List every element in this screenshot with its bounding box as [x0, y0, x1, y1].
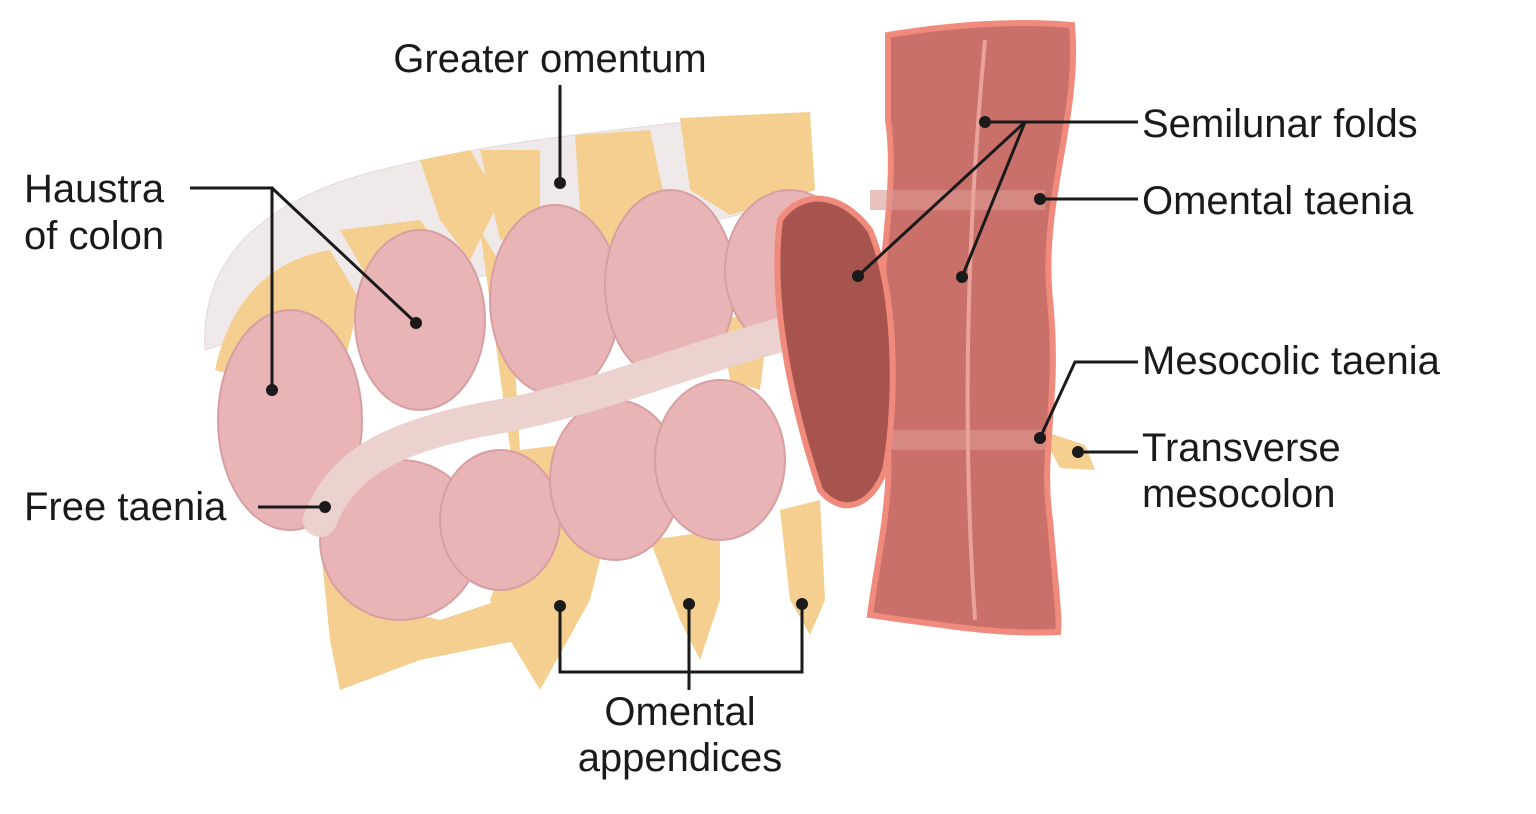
label-omental-appendices-line1: Omental: [604, 690, 755, 734]
leader-lines: [190, 85, 1138, 690]
label-mesocolic-taenia: Mesocolic taenia: [1142, 339, 1441, 383]
label-semilunar-folds: Semilunar folds: [1142, 102, 1418, 146]
omental-taenia-ridge: [965, 39, 987, 621]
label-omental-taenia: Omental taenia: [1142, 179, 1414, 223]
label-transverse-mesocolon-line1: Transverse: [1142, 426, 1341, 470]
label-haustra-line2: of colon: [24, 214, 164, 258]
label-transverse-mesocolon-line2: mesocolon: [1142, 472, 1335, 516]
label-free-taenia: Free taenia: [24, 485, 227, 529]
free-taenia-band: [303, 313, 817, 537]
cut-end: [774, 195, 896, 509]
label-greater-omentum: Greater omentum: [393, 37, 706, 81]
label-haustra-line1: Haustra: [24, 167, 165, 211]
label-omental-appendices-line2: appendices: [578, 736, 783, 780]
